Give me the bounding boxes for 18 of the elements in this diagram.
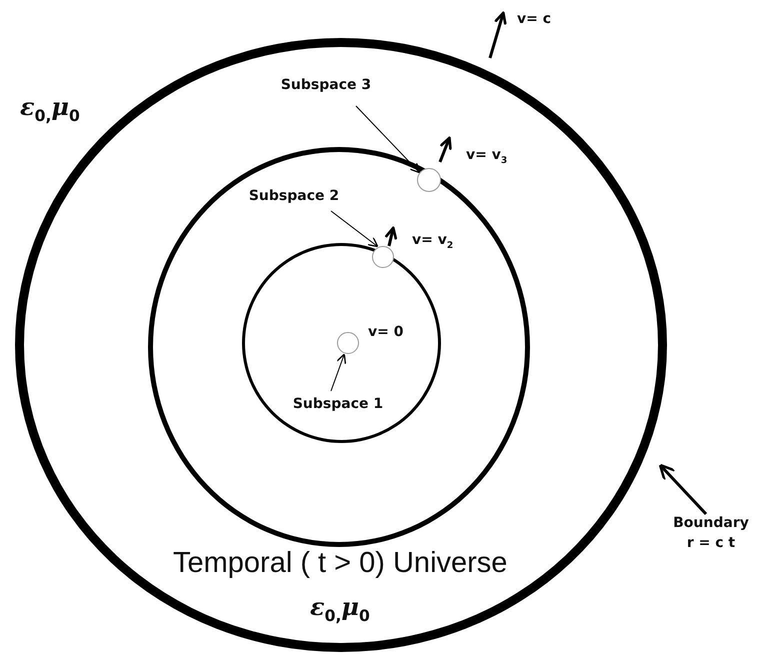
subspace-circle xyxy=(417,168,441,192)
node-label: Subspace 2 xyxy=(238,186,350,208)
leader-arrow xyxy=(330,353,346,392)
universe-title: Temporal ( t > 0) Universe xyxy=(173,547,508,580)
leader-arrow xyxy=(356,106,420,174)
subspace-circle xyxy=(372,246,394,268)
velocity-label: v= v$_{2}$ xyxy=(412,232,454,251)
velocity-label: v= c xyxy=(517,11,552,27)
constant-label: ε$_{0,}$μ$_{0}$ xyxy=(310,592,370,625)
constant-label: ε$_{0,}$μ$_{0}$ xyxy=(20,92,80,125)
velocity-label: v= 0 xyxy=(368,324,404,340)
subspace-circle xyxy=(337,332,359,354)
leader-arrow xyxy=(330,210,378,248)
node-label: Subspace 1 xyxy=(282,394,394,416)
node-label: Boundary r = c t xyxy=(668,513,754,559)
velocity-label: v= v$_{3}$ xyxy=(466,147,508,166)
node-label: Subspace 3 xyxy=(270,75,382,97)
leader-arrow xyxy=(658,464,708,516)
